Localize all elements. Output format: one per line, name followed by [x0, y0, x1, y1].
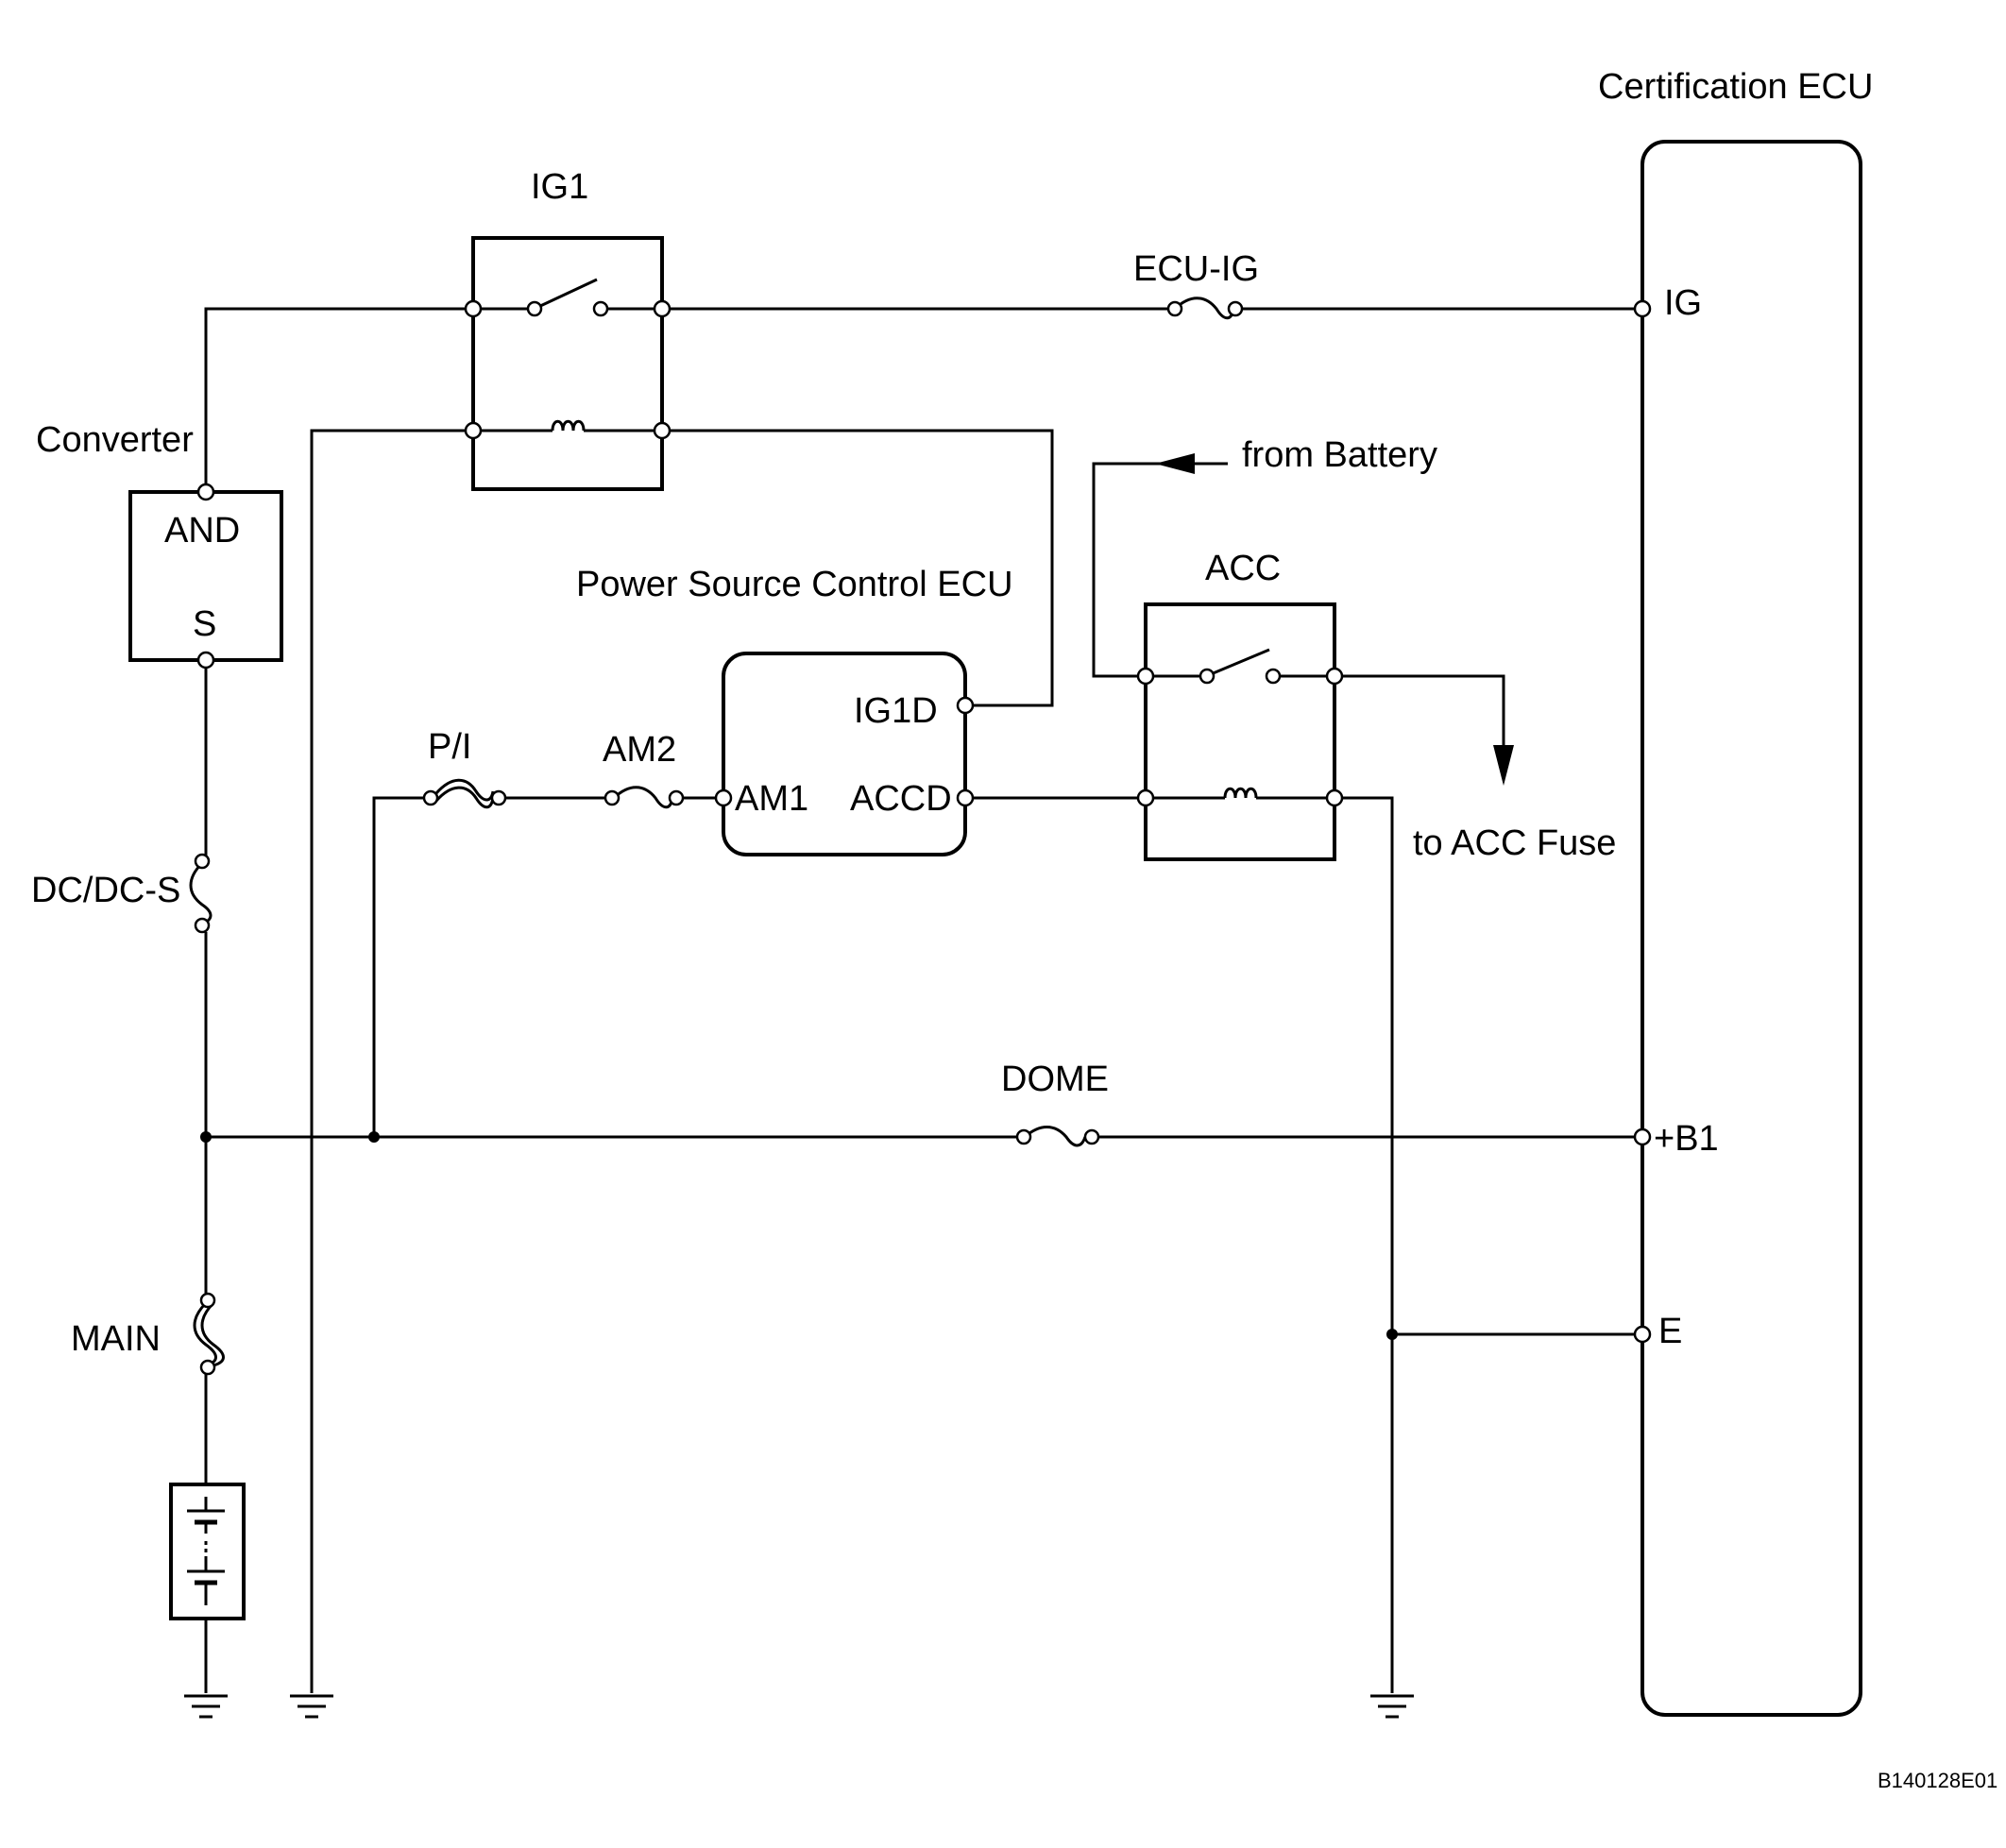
from-battery-label: from Battery	[1242, 435, 1437, 475]
b1-terminal-pin	[1633, 1127, 1652, 1146]
acc-relay-label: ACC	[1205, 549, 1281, 588]
ig-terminal-pin	[1633, 299, 1652, 318]
am2-fuse-label: AM2	[603, 730, 676, 770]
to-acc-fuse-label: to ACC Fuse	[1413, 823, 1616, 863]
pi-fuse: P/I	[422, 727, 507, 809]
pi-fuse-label: P/I	[428, 727, 471, 767]
from-battery-arrow	[1155, 453, 1195, 474]
ig1-relay: IG1	[464, 167, 672, 491]
am1-terminal-label: AM1	[735, 779, 808, 819]
e-terminal-pin	[1633, 1325, 1652, 1344]
power-source-control-ecu: Power Source Control ECU IG1D AM1 ACCD	[576, 565, 1013, 856]
accd-terminal-label: ACCD	[850, 779, 952, 819]
b1-terminal-label: +B1	[1654, 1119, 1719, 1159]
certification-ecu: Certification ECU IG +B1 E	[1598, 67, 1873, 1717]
certification-ecu-label: Certification ECU	[1598, 67, 1873, 107]
dome-fuse-label: DOME	[1001, 1060, 1109, 1099]
power-source-ecu-label: Power Source Control ECU	[576, 565, 1013, 604]
main-fuse-label: MAIN	[71, 1319, 161, 1359]
battery-symbol	[169, 1483, 246, 1620]
e-terminal-label: E	[1658, 1312, 1682, 1351]
dome-fuse: DOME	[1001, 1060, 1109, 1147]
junction-dot	[1386, 1329, 1398, 1340]
junction-dot	[200, 1131, 212, 1143]
ig1-relay-label: IG1	[531, 167, 588, 207]
ig-terminal-label: IG	[1664, 283, 1702, 323]
main-fuse: MAIN	[71, 1292, 225, 1376]
to-acc-fuse-arrow	[1493, 745, 1514, 786]
dcdc-s-fuse: DC/DC-S	[31, 853, 212, 934]
ground-symbol	[184, 1694, 228, 1719]
ground-symbol	[290, 1694, 333, 1719]
acc-switch-blade	[1210, 648, 1270, 676]
ground-symbol	[1370, 1694, 1414, 1719]
converter: Converter AND S	[36, 420, 283, 670]
dcdc-s-fuse-label: DC/DC-S	[31, 871, 180, 910]
acc-coil	[1223, 787, 1258, 799]
junction-dot	[368, 1131, 380, 1143]
am2-fuse: AM2	[603, 730, 685, 809]
s-terminal-label: S	[193, 604, 216, 644]
ecu-ig-fuse: ECU-IG	[1133, 249, 1259, 320]
ig1d-terminal-label: IG1D	[854, 691, 938, 731]
figure-code: B140128E01	[1878, 1769, 1998, 1792]
and-terminal-label: AND	[164, 511, 240, 551]
acc-relay: ACC	[1136, 549, 1344, 861]
ig1-switch-blade	[537, 278, 598, 309]
converter-label: Converter	[36, 420, 194, 460]
ig1-coil	[551, 419, 586, 432]
ecu-ig-fuse-label: ECU-IG	[1133, 249, 1259, 289]
